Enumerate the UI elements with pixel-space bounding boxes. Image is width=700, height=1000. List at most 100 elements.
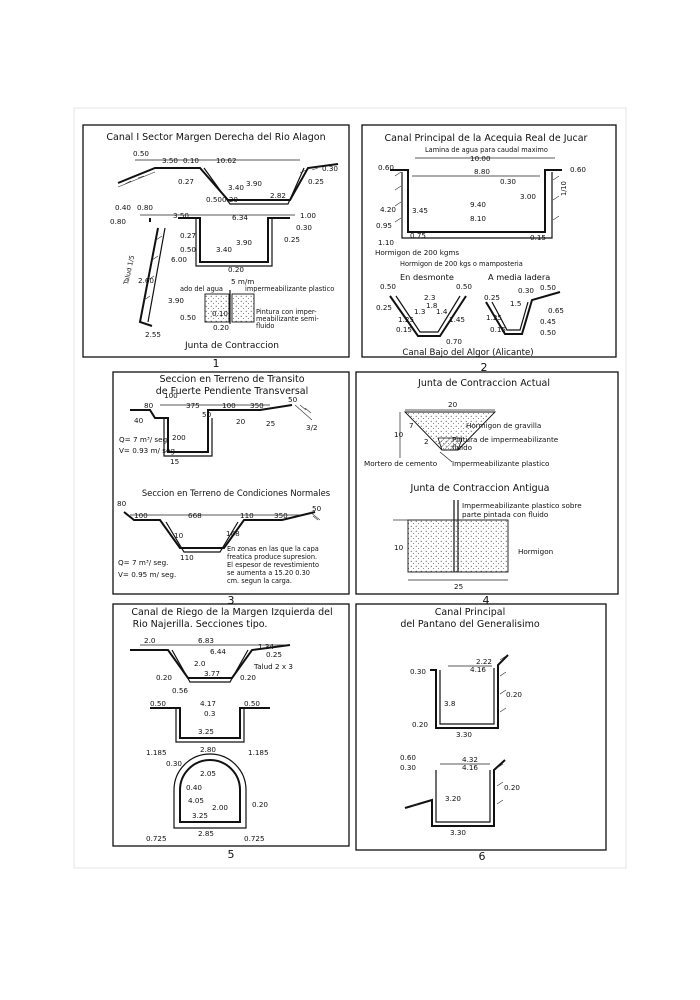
svg-text:Q= 7 m³/ seg.: Q= 7 m³/ seg. bbox=[119, 435, 169, 444]
svg-text:0.40: 0.40 bbox=[115, 203, 131, 212]
svg-text:Lamina de agua para caudal max: Lamina de agua para caudal maximo bbox=[425, 146, 548, 154]
svg-text:3.40: 3.40 bbox=[216, 245, 232, 254]
svg-text:Pintura con imper-: Pintura con imper- bbox=[256, 308, 317, 316]
svg-text:350: 350 bbox=[250, 401, 264, 410]
svg-text:2.80: 2.80 bbox=[200, 745, 216, 754]
svg-text:Pintura de impermeabilizante: Pintura de impermeabilizante bbox=[452, 435, 559, 444]
svg-text:0.27: 0.27 bbox=[178, 177, 194, 186]
svg-text:Hormigon de 200 kgms: Hormigon de 200 kgms bbox=[375, 248, 459, 257]
svg-text:2.0: 2.0 bbox=[144, 636, 156, 645]
panel-3-number: 3 bbox=[228, 594, 235, 607]
svg-text:0.80: 0.80 bbox=[137, 203, 153, 212]
svg-text:1.3: 1.3 bbox=[414, 307, 425, 316]
svg-text:0.56: 0.56 bbox=[172, 686, 188, 695]
svg-text:0.50: 0.50 bbox=[133, 149, 149, 158]
svg-text:668: 668 bbox=[188, 511, 202, 520]
svg-text:se aumenta a 15.20 0.30: se aumenta a 15.20 0.30 bbox=[227, 569, 310, 577]
page-card bbox=[73, 107, 627, 869]
svg-text:4.20: 4.20 bbox=[380, 205, 396, 214]
svg-text:0.60: 0.60 bbox=[378, 163, 394, 172]
svg-text:20: 20 bbox=[236, 417, 246, 426]
svg-text:El espesor de revestimiento: El espesor de revestimiento bbox=[227, 561, 319, 569]
svg-text:A media ladera: A media ladera bbox=[488, 272, 550, 282]
svg-text:80: 80 bbox=[144, 401, 154, 410]
svg-text:0.20: 0.20 bbox=[228, 265, 244, 274]
svg-text:0.20: 0.20 bbox=[240, 673, 256, 682]
svg-text:meabilizante semi-: meabilizante semi- bbox=[256, 315, 319, 323]
svg-text:8.10: 8.10 bbox=[470, 214, 486, 223]
panel-1-title: Canal I Sector Margen Derecha del Rio Al… bbox=[106, 132, 325, 143]
svg-text:Mortero de cemento: Mortero de cemento bbox=[364, 459, 437, 468]
svg-text:3.00: 3.00 bbox=[520, 192, 536, 201]
svg-text:0.70: 0.70 bbox=[446, 337, 462, 346]
svg-text:Q= 7 m³/ seg.: Q= 7 m³/ seg. bbox=[118, 558, 168, 567]
svg-text:3.25: 3.25 bbox=[192, 811, 208, 820]
svg-text:1.00: 1.00 bbox=[300, 211, 316, 220]
svg-text:0.15: 0.15 bbox=[530, 233, 546, 242]
svg-text:fluido: fluido bbox=[256, 322, 274, 330]
svg-text:3.20: 3.20 bbox=[445, 794, 461, 803]
svg-text:7: 7 bbox=[409, 421, 414, 430]
svg-text:0.3: 0.3 bbox=[204, 709, 215, 718]
svg-text:0.30: 0.30 bbox=[322, 164, 338, 173]
svg-text:20: 20 bbox=[448, 400, 458, 409]
svg-text:1.185: 1.185 bbox=[248, 748, 269, 757]
svg-text:3.50: 3.50 bbox=[162, 156, 178, 165]
svg-text:2.22: 2.22 bbox=[476, 657, 492, 666]
svg-text:2.55: 2.55 bbox=[145, 330, 161, 339]
svg-text:200: 200 bbox=[172, 433, 186, 442]
svg-text:Hormigon: Hormigon bbox=[518, 547, 553, 556]
svg-text:0.15: 0.15 bbox=[490, 325, 506, 334]
panel-2-caption: Canal Bajo del Algor (Alicante) bbox=[402, 348, 533, 358]
svg-text:En zonas en las que la capa: En zonas en las que la capa bbox=[227, 545, 319, 553]
svg-text:9.40: 9.40 bbox=[470, 200, 486, 209]
svg-text:4.32: 4.32 bbox=[462, 755, 478, 764]
svg-text:2.82: 2.82 bbox=[270, 191, 286, 200]
svg-text:0.25: 0.25 bbox=[484, 293, 500, 302]
svg-text:0.30: 0.30 bbox=[400, 763, 416, 772]
svg-text:del Pantano del Generalisimo: del Pantano del Generalisimo bbox=[400, 619, 540, 630]
svg-text:0.60: 0.60 bbox=[570, 165, 586, 174]
svg-text:0.50: 0.50 bbox=[206, 195, 222, 204]
panel-4-number: 4 bbox=[483, 594, 490, 607]
svg-text:2.60: 2.60 bbox=[138, 276, 154, 285]
svg-text:En desmonte: En desmonte bbox=[400, 272, 454, 282]
svg-text:40: 40 bbox=[134, 416, 144, 425]
svg-text:1.5: 1.5 bbox=[510, 299, 521, 308]
svg-text:100: 100 bbox=[164, 391, 178, 400]
svg-text:1.25: 1.25 bbox=[398, 315, 414, 324]
svg-text:6.00: 6.00 bbox=[171, 255, 187, 264]
panel-2-title: Canal Principal de la Acequia Real de Ju… bbox=[385, 133, 588, 144]
svg-text:0.50: 0.50 bbox=[456, 282, 472, 291]
panel-2: Canal Principal de la Acequia Real de Ju… bbox=[361, 124, 617, 374]
svg-text:V= 0.93 m/ seg.: V= 0.93 m/ seg. bbox=[119, 446, 177, 455]
svg-text:0.20: 0.20 bbox=[222, 195, 238, 204]
svg-text:1/10: 1/10 bbox=[560, 181, 568, 196]
svg-text:0.50: 0.50 bbox=[150, 699, 166, 708]
svg-text:1.34: 1.34 bbox=[258, 642, 274, 651]
svg-text:0.50: 0.50 bbox=[244, 699, 260, 708]
svg-text:0.60: 0.60 bbox=[400, 753, 416, 762]
svg-text:3.40: 3.40 bbox=[228, 183, 244, 192]
svg-text:10.62: 10.62 bbox=[216, 156, 237, 165]
svg-text:Talud 2 x 3: Talud 2 x 3 bbox=[253, 662, 293, 671]
svg-text:0.20: 0.20 bbox=[156, 673, 172, 682]
svg-text:Hormigon de 200 kgs o mamposte: Hormigon de 200 kgs o mamposteria bbox=[400, 260, 523, 268]
svg-text:25: 25 bbox=[454, 582, 463, 591]
svg-text:Hormigon de gravilla: Hormigon de gravilla bbox=[466, 421, 541, 430]
svg-text:0.75: 0.75 bbox=[410, 231, 426, 240]
svg-text:6.44: 6.44 bbox=[210, 647, 226, 656]
svg-text:parte pintada con fluido: parte pintada con fluido bbox=[462, 510, 548, 519]
svg-text:0.50: 0.50 bbox=[540, 283, 556, 292]
svg-text:3.30: 3.30 bbox=[456, 730, 472, 739]
svg-text:10: 10 bbox=[174, 531, 184, 540]
svg-text:0.45: 0.45 bbox=[540, 317, 556, 326]
svg-text:0.30: 0.30 bbox=[166, 759, 182, 768]
svg-text:0.725: 0.725 bbox=[146, 834, 167, 843]
svg-text:10: 10 bbox=[394, 543, 404, 552]
svg-text:3/2: 3/2 bbox=[306, 423, 318, 432]
svg-text:168: 168 bbox=[226, 529, 240, 538]
panel-6-number: 6 bbox=[479, 850, 486, 863]
svg-text:8.80: 8.80 bbox=[474, 167, 490, 176]
svg-text:0.725: 0.725 bbox=[244, 834, 265, 843]
